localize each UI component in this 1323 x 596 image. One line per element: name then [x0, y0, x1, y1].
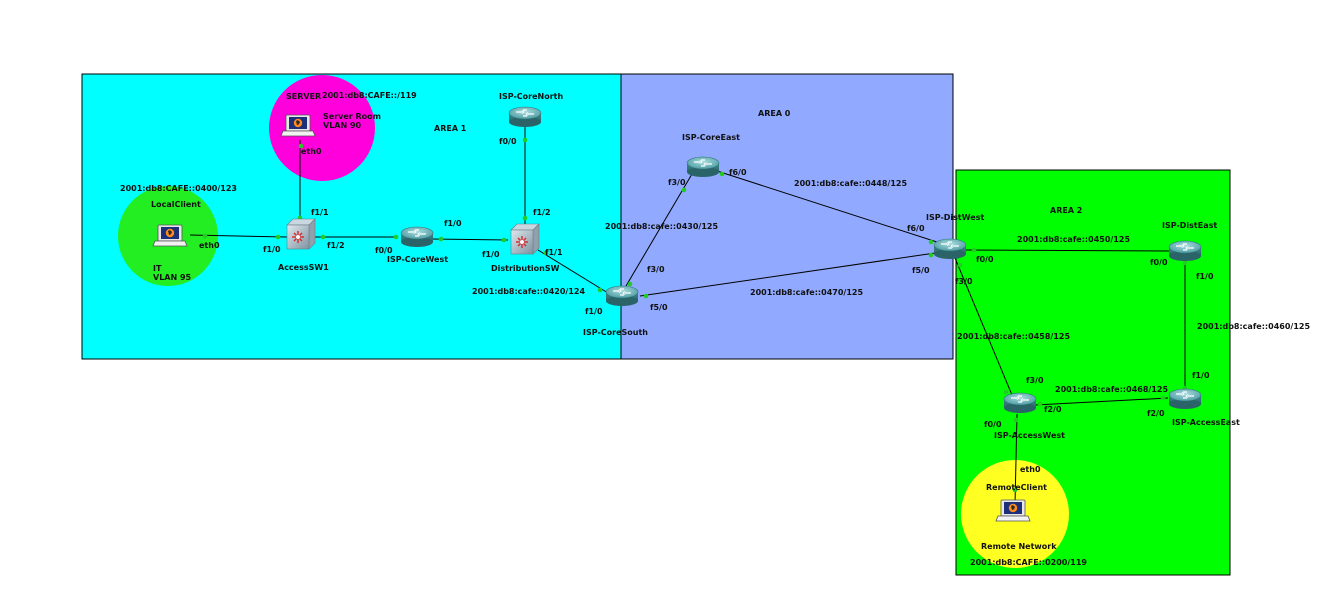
port-label: f0/0	[499, 137, 517, 146]
router-icon[interactable]	[686, 156, 720, 178]
port-label: eth0	[301, 147, 322, 156]
port-label: f1/0	[585, 307, 603, 316]
it-zone-subnet: 2001:db8:CAFE::0400/123	[120, 184, 237, 193]
device-name-core-east: ISP-CoreEast	[682, 133, 740, 142]
router-icon[interactable]	[1168, 240, 1202, 262]
device-name-dist-east: ISP-DistEast	[1162, 221, 1217, 230]
server-zone-room: Server Room	[323, 112, 381, 121]
router-icon[interactable]	[933, 238, 967, 260]
links	[189, 122, 1186, 506]
router-icon[interactable]	[1003, 392, 1037, 414]
link-distwest-accesswest[interactable]	[954, 257, 1013, 396]
area-0-zone	[620, 73, 954, 360]
subnet-label: 2001:db8:cafe::0458/125	[957, 332, 1070, 341]
link-distsw-coresouth[interactable]	[537, 249, 609, 294]
port-label: f1/0	[1192, 371, 1210, 380]
link-accesswest-accesseast[interactable]	[1034, 397, 1169, 406]
port-label: f0/0	[976, 255, 994, 264]
multilayer-switch-icon[interactable]	[510, 223, 540, 255]
subnet-label: 2001:db8:cafe::0450/125	[1017, 235, 1130, 244]
link-coreeast-distwest[interactable]	[713, 169, 941, 244]
area-1-label: AREA 1	[434, 124, 467, 133]
device-name-core-south: ISP-CoreSouth	[583, 328, 648, 337]
link-coresouth-distwest[interactable]	[639, 252, 936, 297]
server-zone-subnet: 2001:db8:CAFE::/119	[322, 91, 417, 100]
port-label: f2/0	[1044, 405, 1062, 414]
port-label: f1/0	[1196, 272, 1214, 281]
port-label: f1/1	[545, 248, 563, 257]
server-zone-vlan: VLAN 90	[323, 121, 362, 130]
port-label: f3/0	[955, 277, 973, 286]
port-label: f0/0	[375, 246, 393, 255]
it-zone-dept: IT	[153, 264, 162, 273]
device-name-distribution-sw: DistributionSW	[491, 264, 560, 273]
subnet-label: 2001:db8:cafe::0468/125	[1055, 385, 1168, 394]
port-label: f6/0	[907, 224, 925, 233]
it-zone-vlan: VLAN 95	[153, 273, 192, 282]
multilayer-switch-icon[interactable]	[286, 218, 316, 250]
server-zone-title: SERVER	[286, 92, 321, 101]
port-label: f2/0	[1147, 409, 1165, 418]
router-icon[interactable]	[605, 285, 639, 307]
device-name-access-sw1: AccessSW1	[278, 263, 329, 272]
device-name-access-west: ISP-AccessWest	[994, 431, 1065, 440]
subnet-label: 2001:db8:cafe::0420/124	[472, 287, 585, 296]
port-markers	[202, 137, 1188, 493]
port-label: f0/0	[984, 420, 1002, 429]
area-2-label: AREA 2	[1050, 206, 1082, 215]
subnet-label: 2001:db8:cafe::0448/125	[794, 179, 907, 188]
laptop-icon[interactable]	[995, 499, 1031, 522]
link-coresouth-coreeast[interactable]	[625, 173, 693, 287]
area-0-label: AREA 0	[758, 109, 791, 118]
port-label: f1/2	[533, 208, 551, 217]
port-label: f3/0	[647, 265, 665, 274]
port-label: f1/0	[444, 219, 462, 228]
port-label: eth0	[199, 241, 220, 250]
port-label: f3/0	[668, 178, 686, 187]
port-label: f6/0	[729, 168, 747, 177]
device-name-core-west: ISP-CoreWest	[387, 255, 448, 264]
server-zone-circle	[269, 75, 375, 181]
router-icon[interactable]	[1168, 388, 1202, 410]
router-icon[interactable]	[508, 106, 542, 128]
subnet-label: 2001:db8:cafe::0430/125	[605, 222, 718, 231]
device-name-core-north: ISP-CoreNorth	[499, 92, 563, 101]
port-label: f1/0	[263, 245, 281, 254]
remote-zone-network: Remote Network	[981, 542, 1057, 551]
link-corewest-distsw[interactable]	[431, 238, 509, 241]
port-label: f5/0	[650, 303, 668, 312]
port-label: f3/0	[1026, 376, 1044, 385]
device-name-access-east: ISP-AccessEast	[1172, 418, 1240, 427]
remote-zone-host: RemoteClient	[986, 483, 1047, 492]
remote-zone-subnet: 2001:db8:CAFE::0200/119	[970, 558, 1087, 567]
router-icon[interactable]	[400, 226, 434, 248]
laptop-icon[interactable]	[152, 224, 188, 247]
port-label: f1/1	[311, 208, 329, 217]
it-zone-host: LocalClient	[151, 200, 201, 209]
port-label: f1/2	[327, 241, 345, 250]
port-label: f0/0	[1150, 258, 1168, 267]
device-name-dist-west: ISP-DistWest	[926, 213, 984, 222]
link-distwest-disteast[interactable]	[965, 249, 1171, 252]
port-label: f1/0	[482, 250, 500, 259]
port-label: f5/0	[912, 266, 930, 275]
laptop-icon[interactable]	[280, 114, 316, 137]
port-label: eth0	[1020, 465, 1041, 474]
subnet-label: 2001:db8:cafe::0460/125	[1197, 322, 1310, 331]
subnet-label: 2001:db8:cafe::0470/125	[750, 288, 863, 297]
